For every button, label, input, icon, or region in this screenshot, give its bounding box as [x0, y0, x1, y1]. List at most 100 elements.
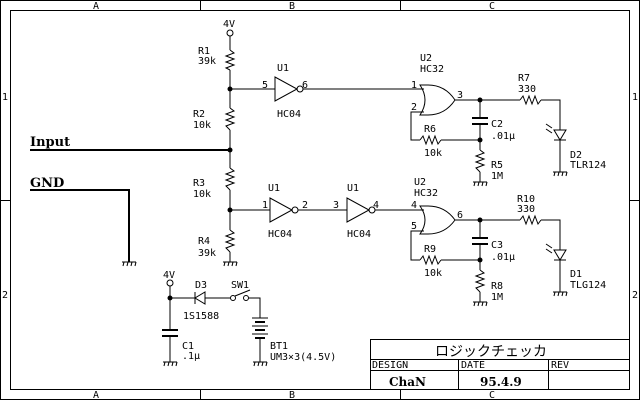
r5-resistor — [474, 149, 486, 173]
r1-label: R1 — [198, 46, 210, 57]
u2a-or-gate — [419, 84, 456, 116]
u2a-name: U2 — [420, 53, 432, 64]
vcc-bottom-label: 4V — [163, 270, 175, 281]
frame-col-a-bottom: A — [93, 390, 99, 400]
r9-label: R9 — [424, 244, 436, 255]
u1b-inverter — [269, 197, 299, 223]
u2b-type: HC32 — [414, 188, 438, 199]
vcc-terminal-top — [226, 29, 234, 37]
d3-diode — [194, 291, 206, 305]
u2a-type: HC32 — [420, 64, 444, 75]
r6-value: 10k — [424, 148, 442, 159]
u2a-pin2: 2 — [411, 102, 417, 113]
title-text: ロジックチェッカ — [435, 344, 547, 360]
ground-symbol-r4 — [223, 261, 238, 267]
r5-label: R5 — [491, 160, 503, 171]
u1a-name: U1 — [277, 63, 289, 74]
frame-row-1-left: 1 — [2, 92, 8, 103]
u2b-or-gate — [419, 205, 456, 235]
sw1-label: SW1 — [231, 280, 249, 291]
r2-label: R2 — [193, 109, 205, 120]
d1-led — [545, 243, 567, 261]
r1-value: 39k — [198, 56, 216, 67]
u1c-pin-out: 4 — [373, 200, 379, 211]
d1-label: D1 — [570, 269, 582, 280]
u1a-inverter — [274, 76, 304, 102]
design-label: DESIGN — [372, 360, 408, 371]
c3-label: C3 — [491, 240, 503, 251]
u1c-pin-in: 3 — [333, 200, 339, 211]
r9-value: 10k — [424, 268, 442, 279]
u1a-pin-in: 5 — [262, 80, 268, 91]
input-label: Input — [30, 135, 70, 150]
r10-to-d1-wire — [541, 219, 561, 250]
bt1-battery — [252, 317, 268, 339]
u1b-name: U1 — [268, 183, 280, 194]
r6-label: R6 — [424, 124, 436, 135]
r4-label: R4 — [198, 236, 210, 247]
c1-value: .1µ — [182, 351, 200, 362]
c1-label: C1 — [182, 341, 194, 352]
frame-col-b-bottom: B — [289, 390, 295, 400]
sw1-to-bt1-wire — [249, 297, 261, 318]
date-label: DATE — [461, 360, 485, 371]
r8-resistor — [474, 269, 486, 293]
u1b-type: HC04 — [268, 229, 292, 240]
title-block — [370, 339, 630, 390]
input-junction — [227, 147, 233, 153]
vcc-top-label: 4V — [223, 19, 235, 30]
c2-value: .01µ — [491, 131, 515, 142]
ground-symbol-r8 — [473, 301, 488, 307]
r10-value: 330 — [517, 204, 535, 215]
ground-symbol-bt1 — [253, 361, 268, 367]
c3-value: .01µ — [491, 252, 515, 263]
r7-value: 330 — [518, 84, 536, 95]
frame-row-2-left: 2 — [2, 290, 8, 301]
u1b-pin-out: 2 — [302, 200, 308, 211]
u1c-type: HC04 — [347, 229, 371, 240]
ground-symbol-r5 — [473, 181, 488, 187]
r4-value: 39k — [198, 248, 216, 259]
frame-row-1-right: 1 — [632, 92, 638, 103]
ground-symbol-c1 — [163, 361, 178, 367]
u2a-pin2-feedback — [410, 111, 424, 141]
u2b-name: U2 — [414, 177, 426, 188]
bt1-label: BT1 — [270, 341, 288, 352]
u1a-pin-out: 6 — [302, 80, 308, 91]
frame-row-2-right: 2 — [632, 290, 638, 301]
bt1-value: UM3×3(4.5V) — [270, 352, 336, 363]
gnd-label: GND — [30, 176, 64, 191]
rev-label: REV — [551, 360, 569, 371]
c3-capacitor — [472, 237, 488, 245]
r3-label: R3 — [193, 178, 205, 189]
r10-label: R10 — [517, 194, 535, 205]
d2-led — [545, 123, 567, 141]
frame-col-b-top: B — [289, 1, 295, 12]
u1b-pin-in: 1 — [262, 200, 268, 211]
u2b-pin5: 5 — [411, 221, 417, 232]
r3-resistor — [224, 167, 236, 191]
r7-label: R7 — [518, 73, 530, 84]
date-value: 95.4.9 — [480, 375, 522, 389]
d3-type: 1S1588 — [183, 311, 219, 322]
u2b-pin4: 4 — [411, 200, 417, 211]
r2-value: 10k — [193, 120, 211, 131]
ground-symbol-d1 — [553, 291, 568, 297]
r4-resistor — [224, 229, 236, 253]
design-value: ChaN — [389, 375, 426, 389]
d2-type: TLR124 — [570, 160, 606, 171]
frame-col-c-top: C — [489, 1, 495, 12]
u2a-pin1: 1 — [411, 80, 417, 91]
u1c-name: U1 — [347, 183, 359, 194]
r2-resistor — [224, 107, 236, 131]
r9-resistor — [419, 254, 442, 266]
r3-r4-junction — [227, 207, 233, 213]
r7-to-d2-wire — [541, 99, 561, 130]
u1c-inverter — [346, 197, 376, 223]
c2-capacitor — [472, 117, 488, 125]
d3-label: D3 — [195, 280, 207, 291]
frame-col-a-top: A — [93, 1, 99, 12]
u2b-pin6: 6 — [457, 210, 463, 221]
r1-r2-junction — [227, 86, 233, 92]
